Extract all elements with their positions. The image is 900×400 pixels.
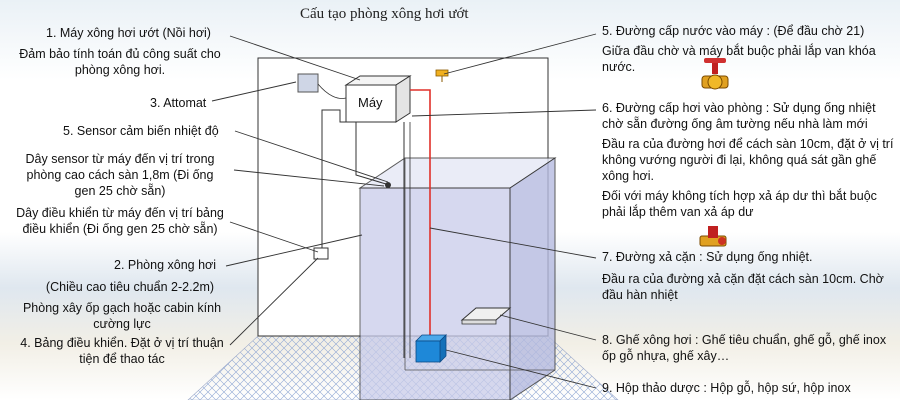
label-sensor: 5. Sensor cảm biến nhiệt độ	[63, 124, 219, 138]
label-sensor-wire-2: phòng cao cách sàn 1,8m (Đi ống	[26, 168, 214, 182]
machine-label: Máy	[358, 95, 383, 110]
label-control-wire-1: Dây điều khiển từ máy đến vị trí bảng	[16, 206, 224, 220]
control-wire	[321, 109, 350, 248]
leader-lines	[211, 33, 597, 389]
label-water-supply-desc-2: nước.	[602, 60, 636, 74]
label-room: 2. Phòng xông hơi	[114, 258, 217, 272]
room-side	[509, 157, 556, 400]
room-front	[359, 187, 511, 400]
label-attomat: 3. Attomat	[150, 96, 207, 110]
label-sensor-wire-1: Dây sensor từ máy đến vị trí trong	[25, 152, 215, 166]
pressure-valve-icon	[699, 226, 727, 247]
diagram-title: Cấu tạo phòng xông hơi ướt	[300, 6, 469, 22]
label-machine: 1. Máy xông hơi ướt (Nồi hơi)	[46, 26, 211, 40]
label-bench-1: 8. Ghế xông hơi : Ghế tiêu chuẩn, ghế gỗ…	[602, 333, 887, 347]
label-steam-supply-desc-5: phải lắp thêm van xả áp dư	[602, 205, 754, 219]
label-room-desc-1: (Chiều cao tiêu chuẩn 2-2.2m)	[45, 280, 215, 294]
label-control-panel-1: 4. Bảng điều khiển. Đặt ở vị trí thuận	[20, 336, 224, 350]
sensor-wire	[355, 122, 387, 185]
label-steam-supply-desc-2: không vướng người đi lại, không quá sát …	[602, 153, 877, 167]
control-panel	[313, 247, 329, 260]
water-valve-icon	[701, 58, 729, 90]
label-steam-supply-desc-1: Đầu ra của đường hơi để cách sàn 10cm, đ…	[602, 137, 894, 151]
label-bench-2: ốp gỗ nhựa, ghế xây…	[602, 349, 730, 363]
label-water-supply-desc-1: Giữa đầu chờ và máy bắt buộc phải lắp va…	[602, 44, 876, 58]
sensor-dot	[385, 182, 391, 188]
label-drain-desc-2: đầu hàn nhiệt	[602, 288, 678, 302]
label-steam-supply-desc-3: xông hơi.	[602, 169, 654, 183]
label-room-desc-2: Phòng xây ốp gạch hoặc cabin kính	[22, 301, 222, 315]
label-steam-supply-desc-4: Đối với máy không tích hợp xả áp dư thì …	[602, 189, 877, 203]
label-drain: 7. Đường xả cặn : Sử dụng ống nhiệt.	[602, 250, 813, 264]
label-steam-supply-2: chờ sẵn đường ống âm tường nếu nhà làm m…	[602, 117, 868, 131]
water-pipe	[410, 89, 431, 358]
label-drain-desc-1: Đầu ra của đường xả cặn đặt cách sàn 10c…	[602, 272, 884, 286]
label-machine-desc-1: Đảm bảo tính toán đủ công suất cho	[19, 47, 221, 61]
machine-front	[345, 84, 397, 123]
label-room-desc-3: cường lực	[93, 317, 151, 331]
label-sensor-wire-3: gen 25 chờ sẵn)	[74, 184, 166, 198]
label-steam-supply-1: 6. Đường cấp hơi vào phòng : Sử dụng ống…	[602, 101, 876, 115]
label-machine-desc-2: phòng xông hơi.	[74, 63, 166, 77]
label-control-panel-2: tiện để thao tác	[79, 352, 165, 366]
label-herb-box: 9. Hộp thảo dược : Hộp gỗ, hộp sứ, hộp i…	[602, 381, 851, 395]
attomat-box	[297, 73, 319, 93]
herb-box-front	[415, 340, 441, 363]
label-control-wire-2: điều khiển (Đi ống gen 25 chờ sẵn)	[22, 222, 218, 236]
label-water-supply: 5. Đường cấp nước vào máy : (Để đầu chờ …	[602, 24, 865, 38]
